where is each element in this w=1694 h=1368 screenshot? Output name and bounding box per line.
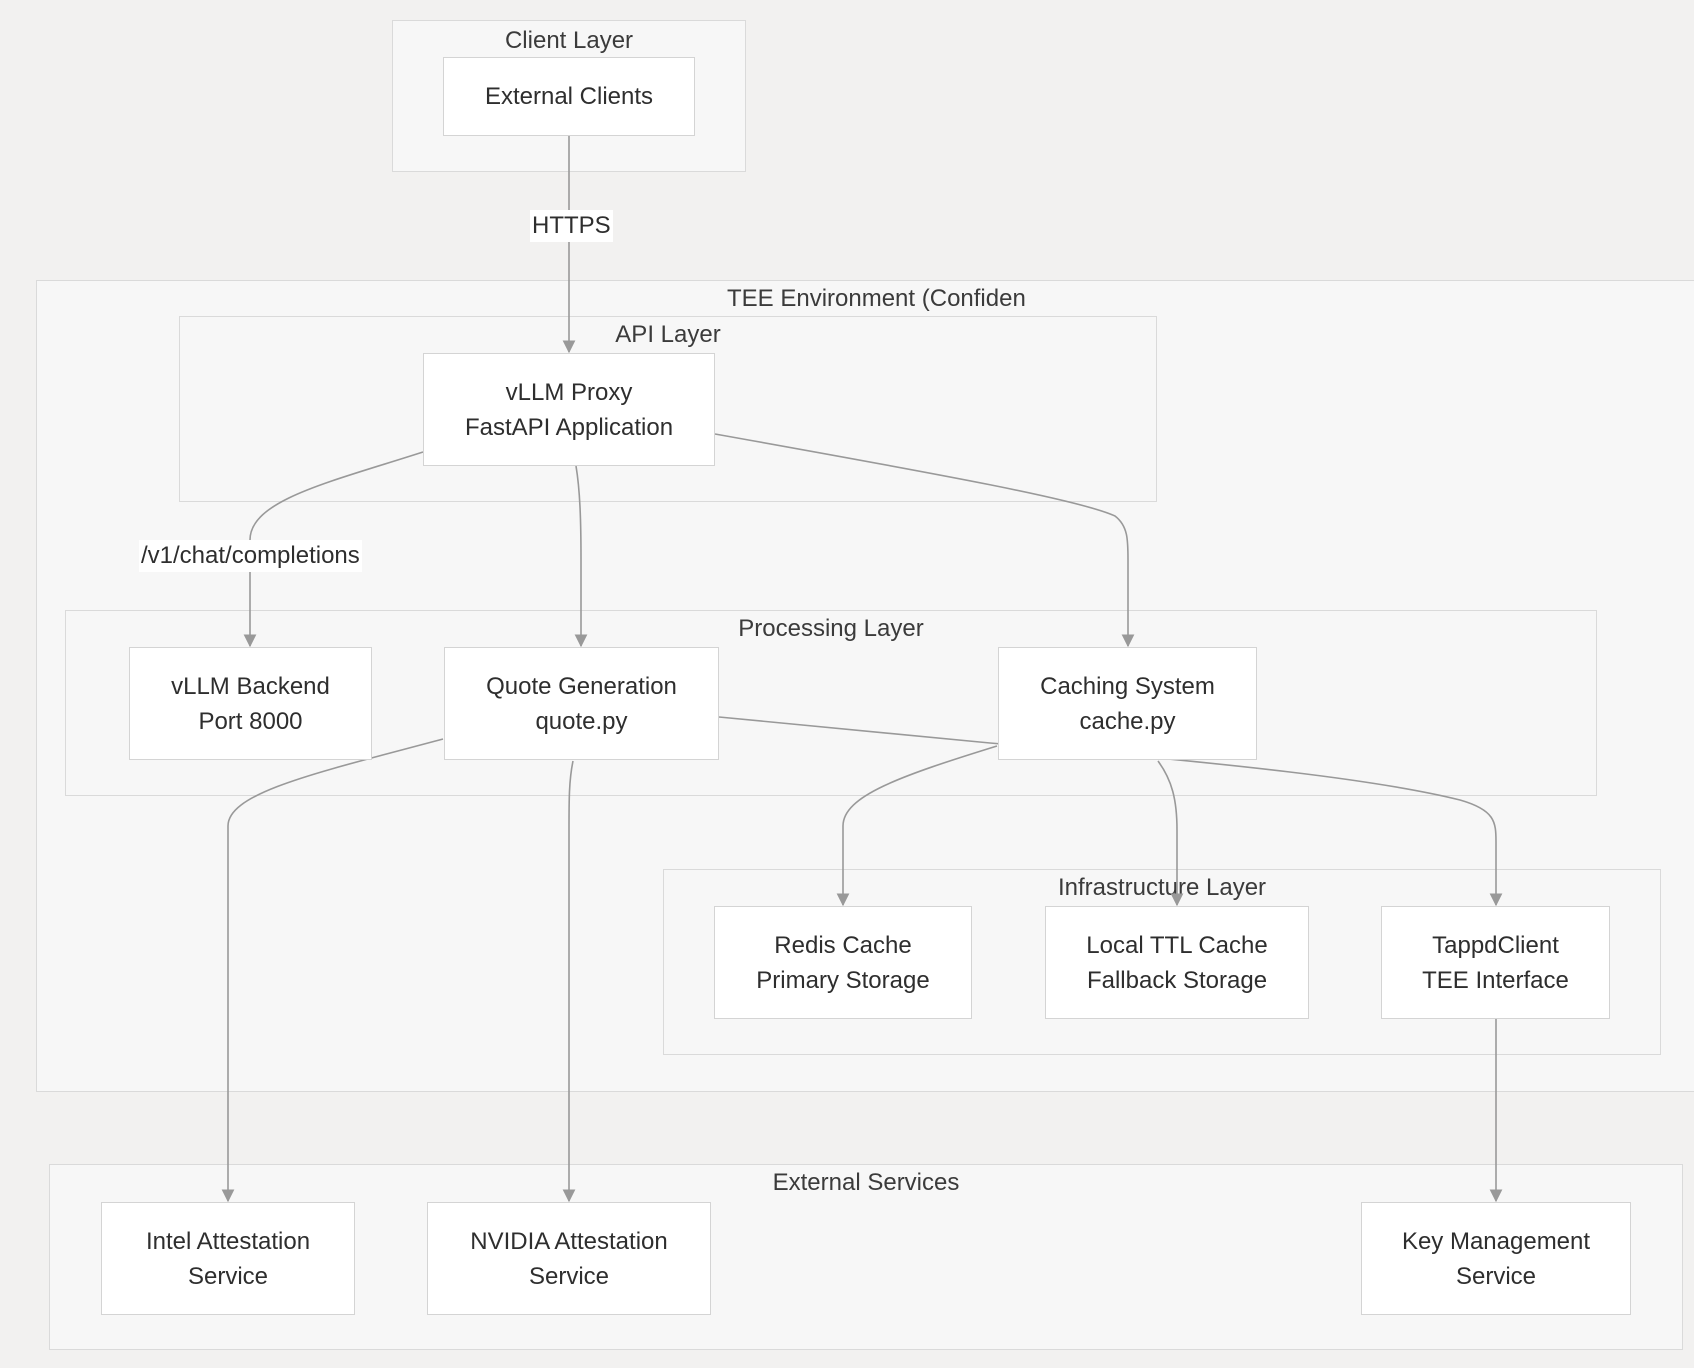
node-label-line: Redis Cache [774, 931, 912, 959]
cluster-title: Client Layer [504, 27, 634, 54]
node-label-line: FastAPI Application [464, 413, 674, 441]
edge-label-chat-completions: /v1/chat/completions [139, 540, 362, 572]
edge-quote-to-intel [221, 738, 444, 1203]
node-label-line: Service [1455, 1262, 1537, 1290]
cluster-processing-layer: Processing Layer [65, 610, 1597, 796]
node-caching-system[interactable]: Caching System cache.py [998, 647, 1257, 760]
node-nvidia-attestation[interactable]: NVIDIA Attestation Service [427, 1202, 711, 1315]
node-quote-generation[interactable]: Quote Generation quote.py [444, 647, 719, 760]
node-local-ttl-cache[interactable]: Local TTL Cache Fallback Storage [1045, 906, 1309, 1019]
cluster-title: API Layer [615, 321, 721, 348]
edge-quote-to-nvidia [562, 760, 576, 1203]
cluster-title: External Services [772, 1169, 960, 1196]
node-label-line: Caching System [1040, 672, 1215, 700]
node-label-line: vLLM Proxy [505, 378, 633, 406]
edge-cache-to-ttl [1157, 760, 1184, 907]
node-intel-attestation[interactable]: Intel Attestation Service [101, 1202, 355, 1315]
node-label-line: vLLM Backend [171, 672, 330, 700]
node-label-line: TEE Interface [1422, 966, 1569, 994]
node-vllm-backend[interactable]: vLLM Backend Port 8000 [129, 647, 372, 760]
node-label-line: TappdClient [1432, 931, 1559, 959]
node-tappd-client[interactable]: TappdClient TEE Interface [1381, 906, 1610, 1019]
node-external-clients[interactable]: External Clients [443, 57, 695, 136]
node-label-line: Fallback Storage [1086, 966, 1268, 994]
edge-proxy-to-cache [714, 433, 1135, 648]
node-label-line: Intel Attestation [145, 1227, 311, 1255]
node-label-line: cache.py [1079, 707, 1176, 735]
node-key-management[interactable]: Key Management Service [1361, 1202, 1631, 1315]
node-label-line: Service [187, 1262, 269, 1290]
cluster-title: Processing Layer [738, 615, 924, 642]
edge-label-https: HTTPS [530, 210, 613, 242]
edge-cache-to-redis [836, 745, 998, 907]
node-label-line: Primary Storage [756, 966, 930, 994]
node-label-line: NVIDIA Attestation [470, 1227, 668, 1255]
cluster-title: TEE Environment (Confiden [727, 285, 1026, 312]
edge-proxy-to-quote [574, 465, 588, 648]
node-label-line: quote.py [535, 707, 628, 735]
node-label-line: Port 8000 [198, 707, 303, 735]
node-label-line: External Clients [484, 83, 654, 110]
node-label-line: Quote Generation [486, 672, 677, 700]
node-redis-cache[interactable]: Redis Cache Primary Storage [714, 906, 972, 1019]
node-vllm-proxy[interactable]: vLLM Proxy FastAPI Application [423, 353, 715, 466]
cluster-title: Infrastructure Layer [1057, 874, 1267, 901]
edge-proxy-to-backend [243, 451, 424, 648]
node-label-line: Service [528, 1262, 610, 1290]
node-label-line: Key Management [1401, 1227, 1591, 1255]
node-label-line: Local TTL Cache [1086, 931, 1268, 959]
